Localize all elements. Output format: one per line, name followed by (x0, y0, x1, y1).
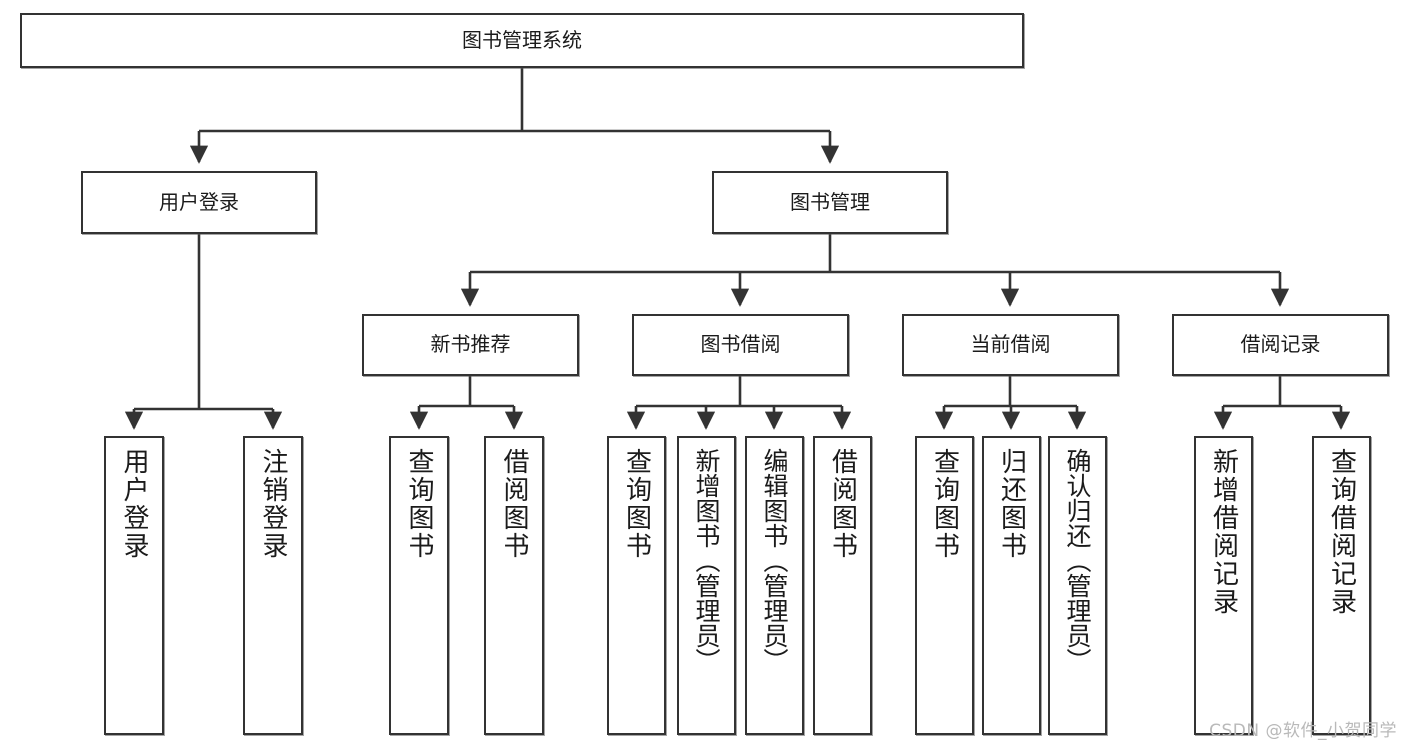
node-leaf-user-login[interactable]: 用户登录 (104, 436, 164, 735)
node-leaf-edit-book-admin-label: 编辑图书（管理员） (760, 448, 789, 673)
node-leaf-borrow-book[interactable]: 借阅图书 (813, 436, 872, 735)
node-leaf-query-book-rec-label: 查询图书 (404, 448, 434, 560)
node-leaf-query-borrow-record-label: 查询借阅记录 (1326, 448, 1357, 616)
node-book-manage-label: 图书管理 (790, 189, 870, 214)
node-leaf-query-book-borrow[interactable]: 查询图书 (607, 436, 666, 735)
node-leaf-query-book-borrow-label: 查询图书 (621, 448, 652, 560)
node-leaf-confirm-return-admin[interactable]: 确认归还（管理员） (1048, 436, 1107, 735)
node-book-manage[interactable]: 图书管理 (712, 171, 948, 234)
node-leaf-query-book-cur-label: 查询图书 (929, 448, 960, 560)
node-leaf-add-borrow-record-label: 新增借阅记录 (1208, 448, 1239, 616)
node-book-borrow-label: 图书借阅 (700, 332, 781, 357)
node-new-book-recommend-label: 新书推荐 (430, 332, 511, 357)
csdn-watermark: CSDN @软件_小贺同学 (1209, 721, 1397, 741)
node-borrow-record-label: 借阅记录 (1240, 332, 1321, 357)
node-leaf-query-book-cur[interactable]: 查询图书 (915, 436, 974, 735)
node-user-login[interactable]: 用户登录 (81, 171, 317, 234)
node-leaf-add-borrow-record[interactable]: 新增借阅记录 (1194, 436, 1253, 735)
node-book-borrow[interactable]: 图书借阅 (632, 314, 849, 376)
node-leaf-query-book-rec[interactable]: 查询图书 (389, 436, 449, 735)
node-leaf-user-login-label: 用户登录 (119, 448, 149, 560)
node-leaf-borrow-book-rec-label: 借阅图书 (499, 448, 529, 560)
node-borrow-record[interactable]: 借阅记录 (1172, 314, 1389, 376)
node-leaf-borrow-book-rec[interactable]: 借阅图书 (484, 436, 544, 735)
node-leaf-return-book-label: 归还图书 (996, 448, 1027, 560)
node-leaf-user-logout-label: 注销登录 (258, 448, 288, 560)
node-leaf-user-logout[interactable]: 注销登录 (243, 436, 303, 735)
node-leaf-add-book-admin-label: 新增图书（管理员） (692, 448, 721, 673)
node-leaf-confirm-return-admin-label: 确认归还（管理员） (1063, 448, 1092, 673)
node-new-book-recommend[interactable]: 新书推荐 (362, 314, 579, 376)
node-root-label: 图书管理系统 (462, 27, 582, 52)
node-user-login-label: 用户登录 (159, 189, 239, 214)
node-current-borrow-label: 当前借阅 (970, 332, 1051, 357)
node-leaf-return-book[interactable]: 归还图书 (982, 436, 1041, 735)
node-leaf-borrow-book-label: 借阅图书 (827, 448, 858, 560)
node-current-borrow[interactable]: 当前借阅 (902, 314, 1119, 376)
node-leaf-edit-book-admin[interactable]: 编辑图书（管理员） (745, 436, 804, 735)
node-leaf-query-borrow-record[interactable]: 查询借阅记录 (1312, 436, 1371, 735)
node-root[interactable]: 图书管理系统 (20, 13, 1024, 68)
node-leaf-add-book-admin[interactable]: 新增图书（管理员） (677, 436, 736, 735)
